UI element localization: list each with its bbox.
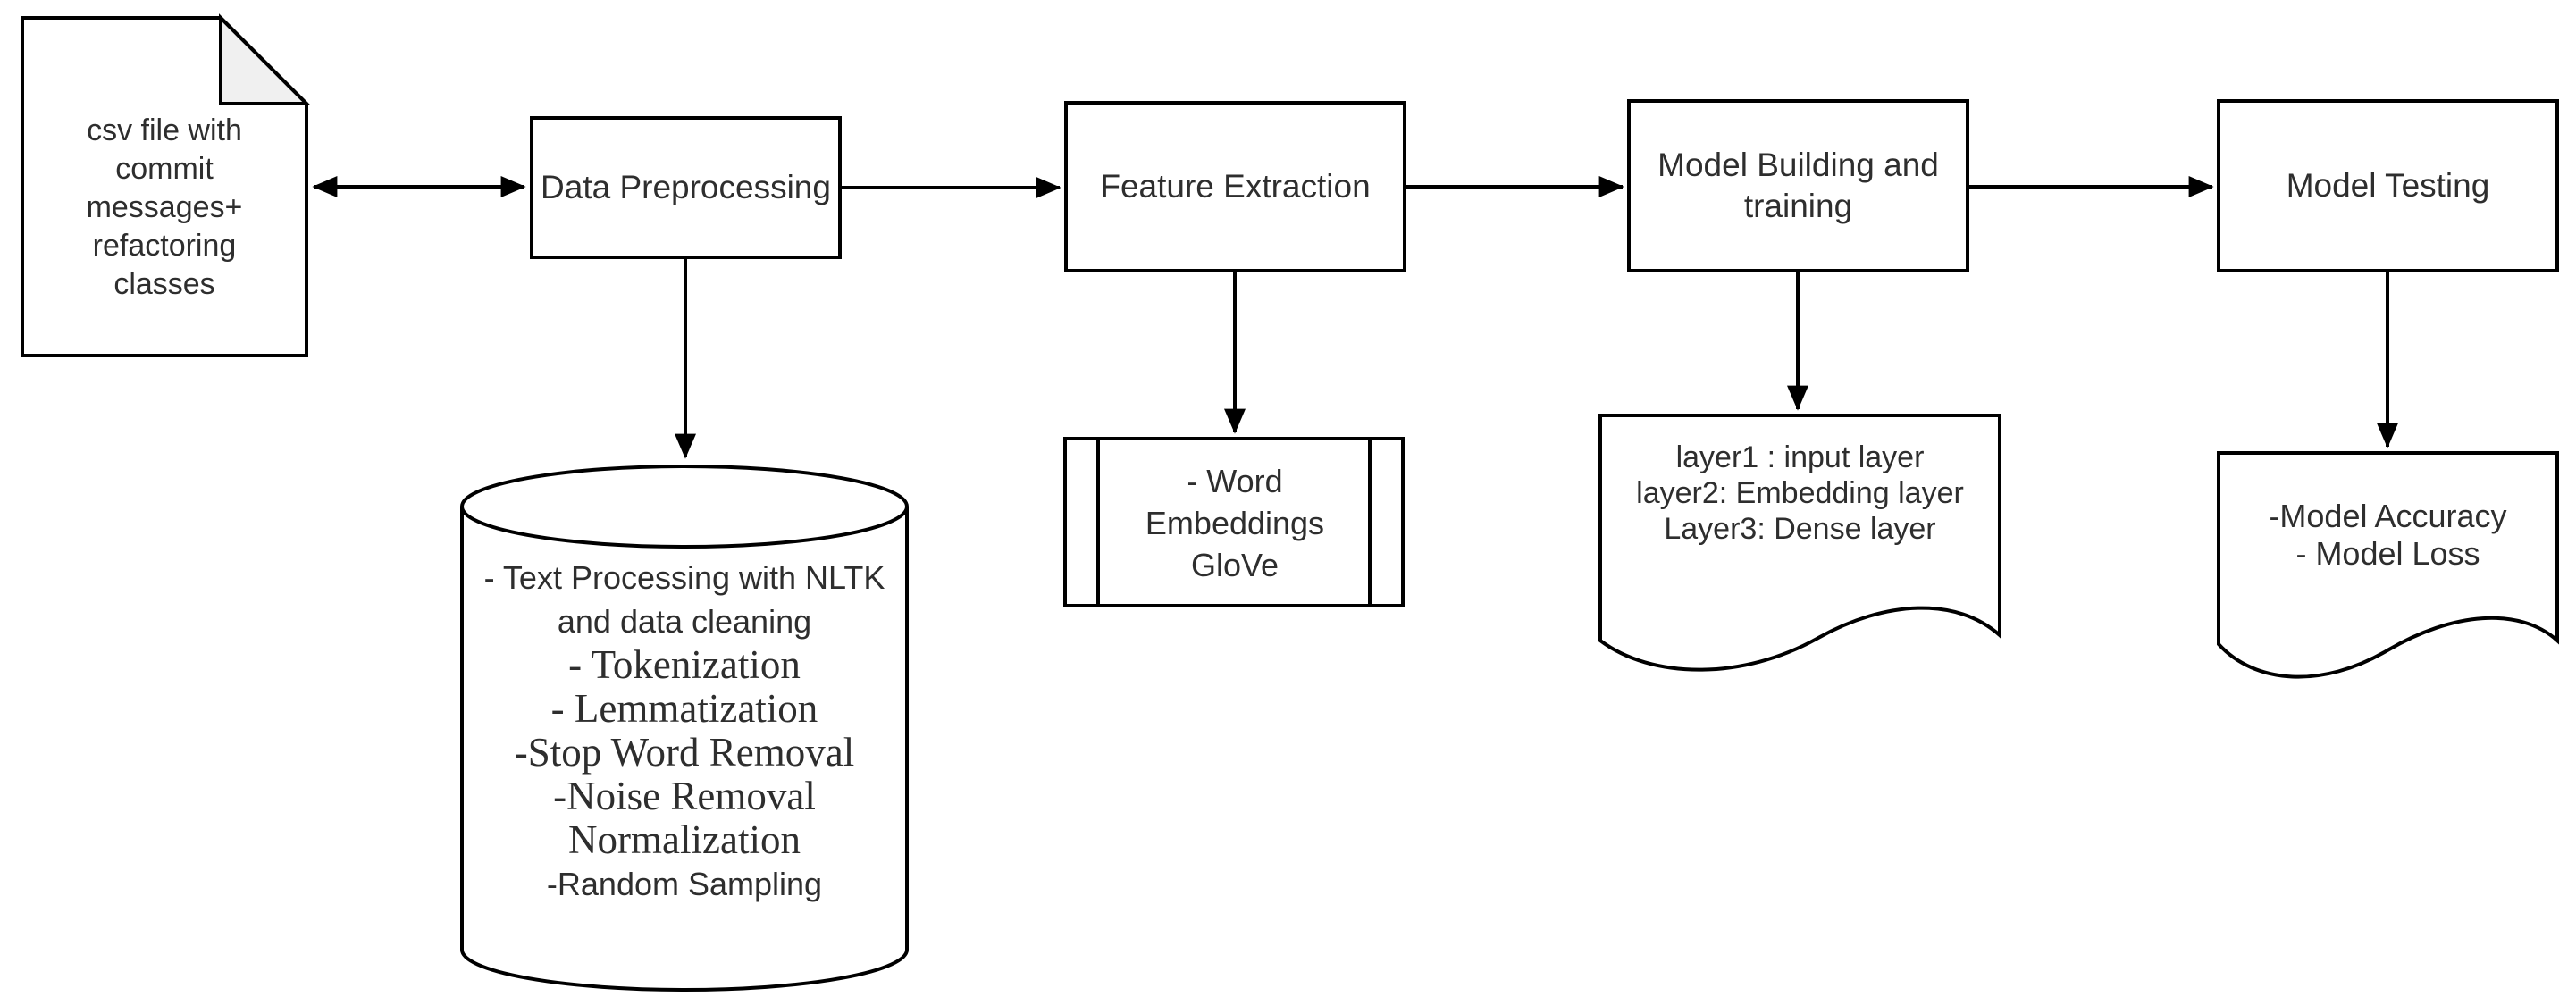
- preprocessing-db-line: - Lemmatization: [550, 686, 818, 731]
- model-layers-line: Layer3: Dense layer: [1664, 512, 1936, 546]
- model-layers-document-shape: [1598, 414, 2001, 672]
- preprocessing-db-line: Normalization: [568, 817, 801, 862]
- csv-file-label-line: refactoring: [92, 229, 237, 263]
- model-layers-line: layer2: Embedding layer: [1636, 476, 1964, 510]
- model-results-line: - Model Loss: [2295, 535, 2480, 572]
- csv-file-label-line: classes: [113, 267, 215, 301]
- model-building-label-line: training: [1743, 188, 1853, 224]
- preprocessing-db-line: - Text Processing with NLTK: [483, 559, 885, 596]
- preprocessing-database-cylinder-top: [460, 465, 909, 549]
- csv-file-label: csv file with commit messages+ refactori…: [22, 112, 306, 304]
- preprocessing-db-line: -Noise Removal: [553, 774, 816, 818]
- model-results-document-shape: [2217, 451, 2559, 679]
- feature-extraction-label: Feature Extraction: [1066, 103, 1405, 271]
- model-layers-line: layer1 : input layer: [1675, 440, 1925, 474]
- model-building-box: [1627, 99, 1969, 272]
- word-embeddings-line: Embeddings: [1145, 505, 1325, 541]
- preprocessing-db-line: -Random Sampling: [546, 866, 823, 902]
- csv-file-label-line: messages+: [86, 190, 243, 224]
- model-testing-label: Model Testing: [2219, 101, 2557, 271]
- preprocessing-db-line: - Tokenization: [568, 642, 801, 687]
- csv-file-label-line: csv file with: [87, 113, 242, 147]
- model-testing-label-text: Model Testing: [2286, 167, 2490, 204]
- model-layers-label: layer1 : input layer layer2: Embedding l…: [1600, 440, 2000, 547]
- model-building-label: Model Building and training: [1629, 101, 1968, 271]
- word-embeddings-line: GloVe: [1190, 547, 1280, 583]
- data-preprocessing-label-text: Data Preprocessing: [541, 169, 831, 205]
- model-results-label: -Model Accuracy - Model Loss: [2219, 498, 2557, 573]
- preprocessing-database-cylinder-body: [460, 507, 909, 992]
- preprocessing-database-label: - Text Processing with NLTK and data cle…: [462, 556, 907, 906]
- feature-extraction-label-text: Feature Extraction: [1100, 168, 1371, 205]
- word-embeddings-label: - Word Embeddings GloVe: [1101, 460, 1369, 586]
- csv-document-fold-corner: [219, 13, 311, 105]
- model-testing-box: [2217, 99, 2559, 272]
- model-building-label-line: Model Building and: [1657, 147, 1939, 183]
- preprocessing-db-line: and data cleaning: [557, 603, 812, 640]
- word-embeddings-line: - Word: [1187, 463, 1283, 499]
- data-preprocessing-box: [530, 116, 842, 259]
- data-preprocessing-label: Data Preprocessing: [532, 118, 840, 257]
- preprocessing-db-line: -Stop Word Removal: [514, 730, 855, 775]
- csv-file-label-line: commit: [115, 152, 214, 186]
- model-results-line: -Model Accuracy: [2269, 498, 2507, 534]
- word-embeddings-shape: [1063, 437, 1405, 607]
